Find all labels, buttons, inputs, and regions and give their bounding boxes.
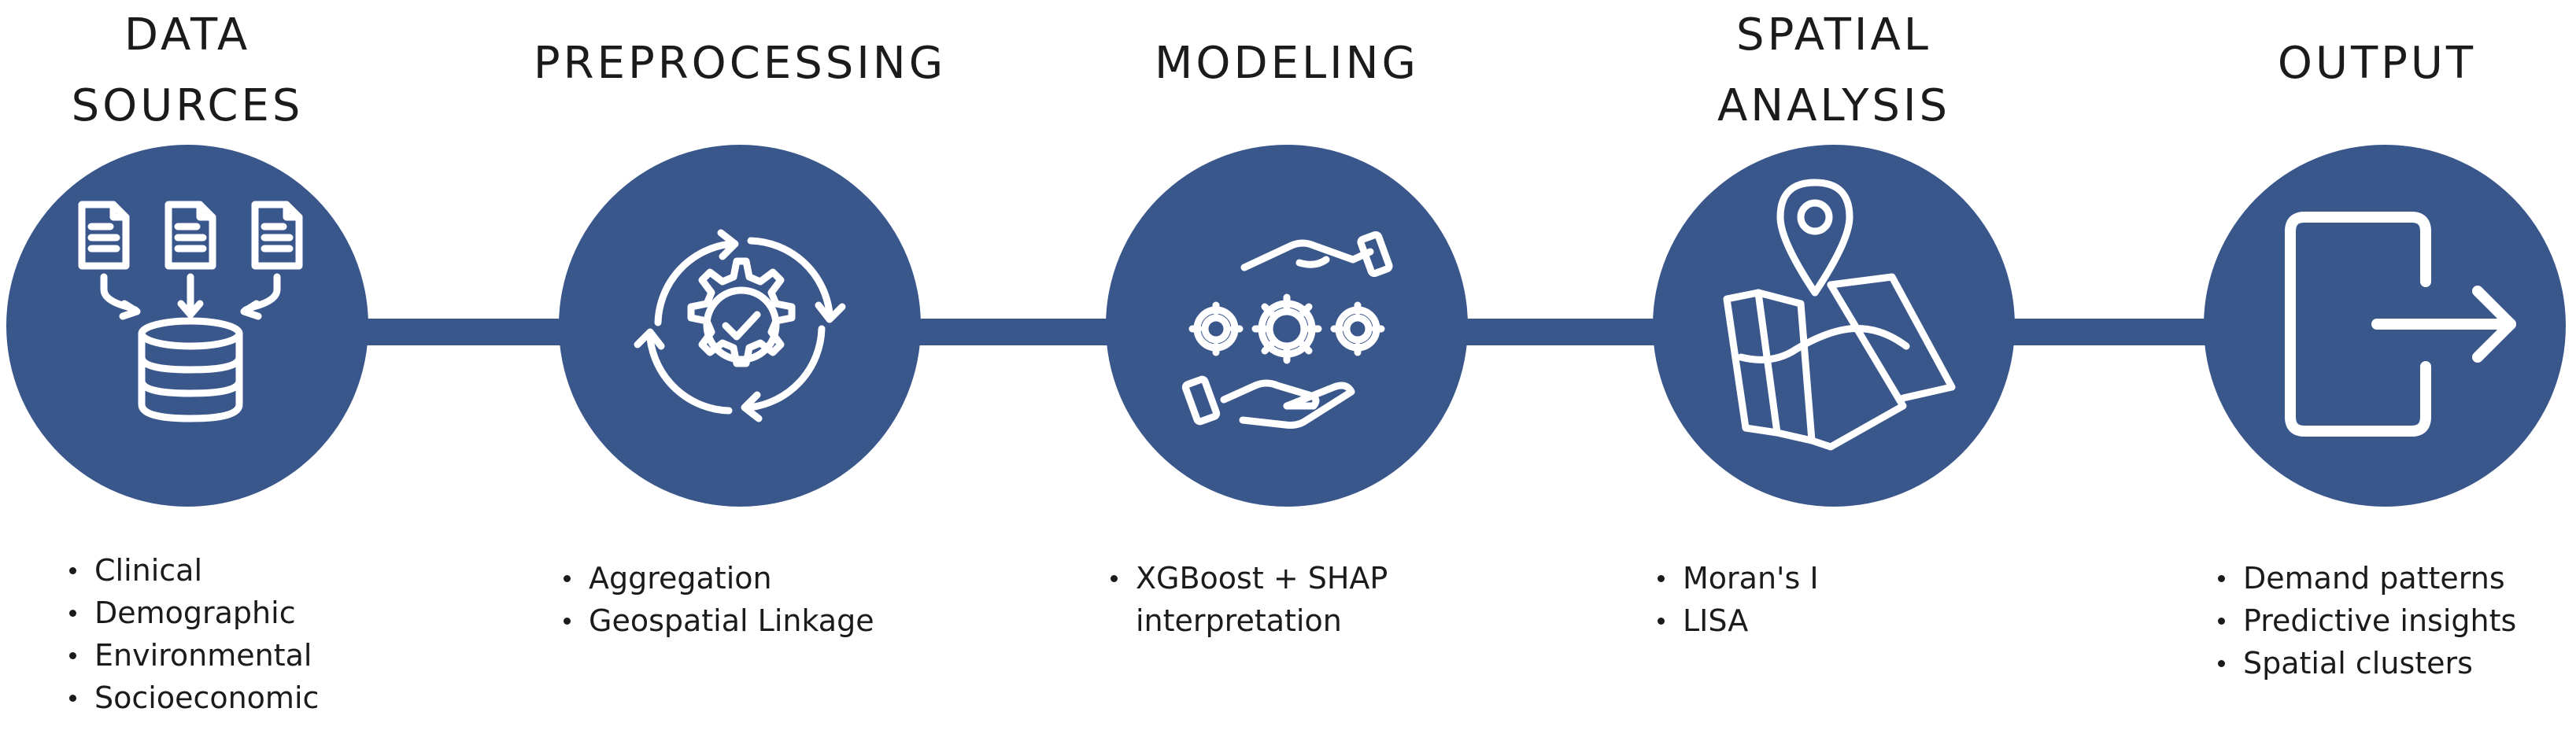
data-sources-circle [6, 145, 368, 507]
modeling-circle [1106, 145, 1468, 507]
list-item: Environmental [65, 634, 319, 677]
stage-preprocessing: PREPROCESSING Aggregation Geospatial Lin… [519, 0, 960, 745]
map-pin-icon [1723, 179, 1956, 451]
gear-check-cycle-icon [634, 229, 846, 422]
documents-to-database-icon [78, 201, 303, 422]
stage-title: PREPROCESSING [533, 38, 947, 89]
preprocessing-circle [559, 145, 921, 507]
list-item: LISA [1653, 599, 1819, 642]
list-item: Aggregation [559, 557, 874, 599]
stage-modeling: MODELING XGBoost + SHAP interpretation [1066, 0, 1507, 745]
list-item: Clinical [65, 549, 319, 592]
list-item-continuation: interpretation [1136, 603, 1342, 638]
exit-arrow-icon [2285, 212, 2516, 437]
list-item: Demand patterns [2213, 557, 2516, 599]
list-item: Socioeconomic [65, 677, 319, 719]
data-sources-list: Clinical Demographic Environmental Socio… [65, 549, 319, 719]
hands-gears-icon [1181, 231, 1393, 429]
spatial-analysis-list: Moran's I LISA [1653, 557, 1819, 642]
list-item: Moran's I [1653, 557, 1819, 599]
stage-title: OUTPUT [2277, 38, 2477, 89]
output-circle [2204, 145, 2566, 507]
output-list: Demand patterns Predictive insights Spat… [2213, 557, 2516, 684]
list-item: Geospatial Linkage [559, 599, 874, 642]
list-item: Predictive insights [2213, 599, 2516, 642]
stage-title: MODELING [1155, 38, 1419, 89]
spatial-analysis-circle [1653, 145, 2015, 507]
stage-output: OUTPUT Demand patterns Predictive insigh… [2157, 0, 2576, 745]
list-item: XGBoost + SHAP [1106, 557, 1388, 599]
modeling-list: XGBoost + SHAP interpretation [1106, 557, 1388, 642]
list-item: Spatial clusters [2213, 642, 2516, 684]
preprocessing-list: Aggregation Geospatial Linkage [559, 557, 874, 642]
list-item: Demographic [65, 592, 319, 634]
